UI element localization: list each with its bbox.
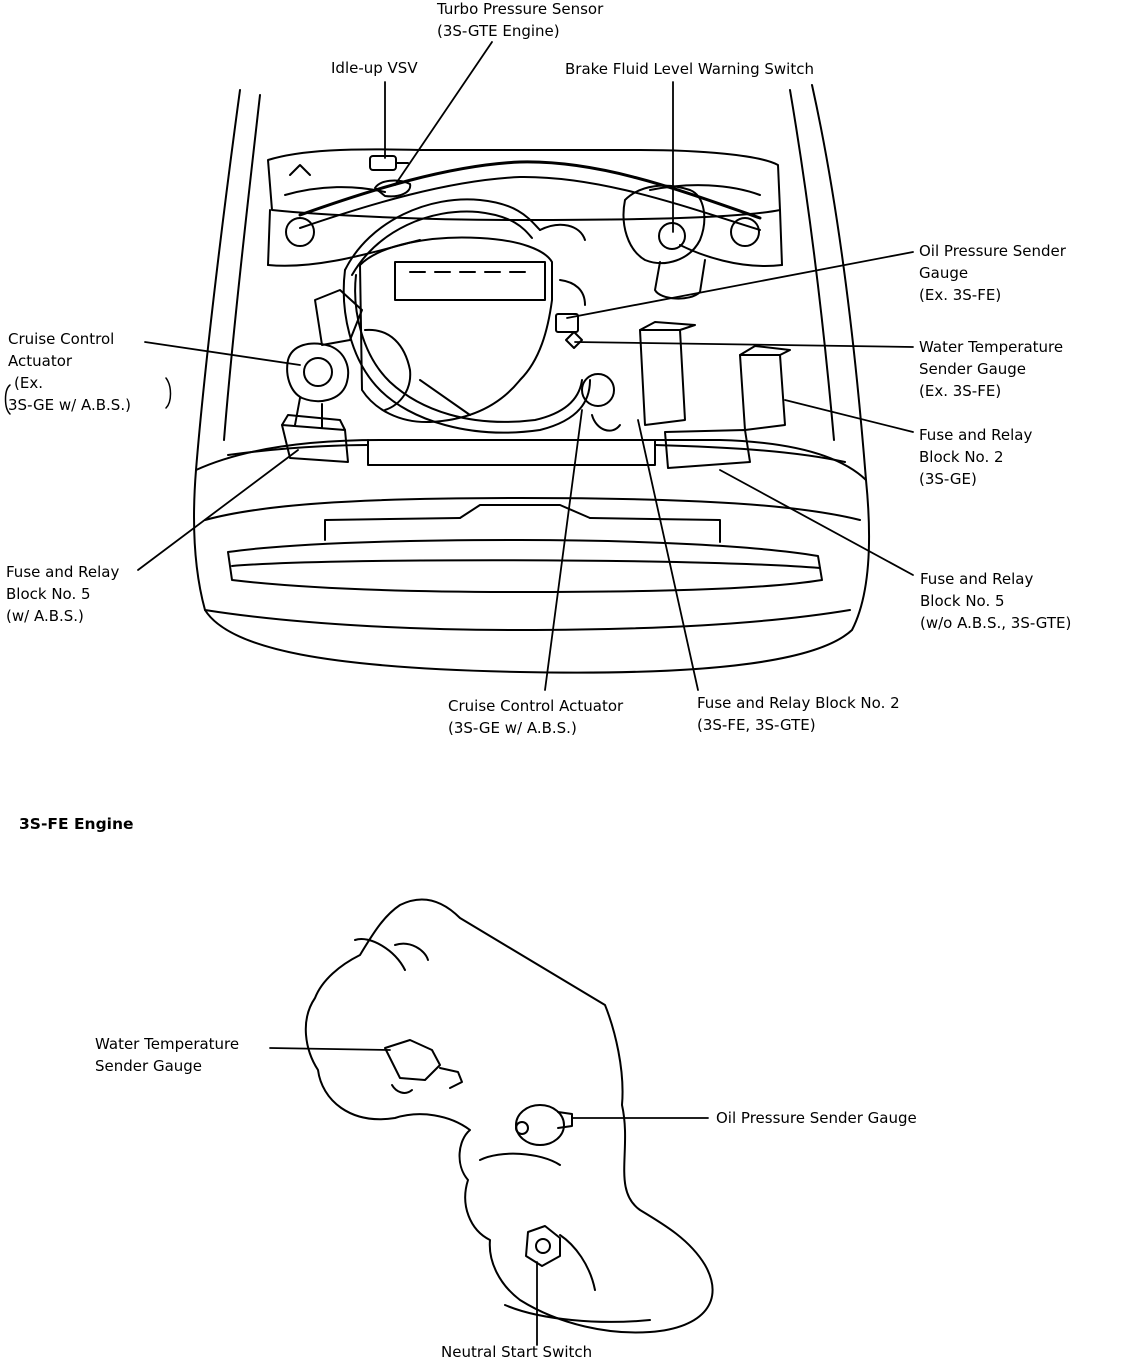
label-line: Idle-up VSV [331, 59, 418, 77]
label-water-temp-sender-engine: Water Temperature Sender Gauge [95, 1033, 239, 1077]
label-line: Turbo Pressure Sensor [437, 0, 604, 18]
label-line: Fuse and Relay [920, 570, 1034, 588]
label-line: Fuse and Relay Block No. 2 [697, 694, 900, 712]
label-brake-fluid-switch: Brake Fluid Level Warning Switch [565, 58, 814, 80]
label-line: Sender Gauge [919, 360, 1027, 378]
label-line: (w/o A.B.S., 3S-GTE) [920, 614, 1072, 632]
label-line: Brake Fluid Level Warning Switch [565, 60, 814, 78]
label-line: Fuse and Relay [6, 563, 120, 581]
engine-senders [555, 313, 621, 432]
label-line: (3S-FE, 3S-GTE) [697, 716, 816, 734]
brake-master-cylinder [622, 184, 706, 300]
label-line: Block No. 2 [919, 448, 1004, 466]
label-line: Fuse and Relay [919, 426, 1033, 444]
label-line: Block No. 5 [6, 585, 91, 603]
radiator-support [227, 439, 846, 466]
bracket-marks [4, 377, 172, 415]
cruise-actuator-left-part [286, 289, 363, 429]
label-fuse-block-5-no-abs: Fuse and Relay Block No. 5 (w/o A.B.S., … [920, 568, 1071, 634]
label-line: (3S-GTE Engine) [437, 22, 560, 40]
label-cruise-actuator-bottom: Cruise Control Actuator (3S-GE w/ A.B.S.… [448, 695, 623, 739]
cowl-sensors [369, 155, 412, 198]
label-line: (w/ A.B.S.) [6, 607, 84, 625]
engine-3sfe-outline [304, 898, 714, 1334]
oil-pressure-sender-part [515, 1104, 573, 1146]
label-line: (Ex. [14, 374, 43, 392]
label-line: Cruise Control Actuator [448, 697, 624, 715]
label-line: (Ex. 3S-FE) [919, 382, 1002, 400]
front-grille [204, 504, 851, 631]
neutral-start-switch-part [525, 1225, 561, 1267]
water-temp-sender-part [384, 1039, 463, 1094]
label-line: Actuator [8, 352, 73, 370]
label-line: Block No. 5 [920, 592, 1005, 610]
label-line: Oil Pressure Sender [919, 242, 1066, 260]
label-cruise-actuator-left: Cruise Control Actuator (Ex. 3S-GE w/ A.… [8, 328, 131, 416]
fuse-block-5-left-part [281, 414, 349, 463]
label-line: Cruise Control [8, 330, 115, 348]
label-line: Oil Pressure Sender Gauge [716, 1109, 917, 1127]
label-line: (Ex. 3S-FE) [919, 286, 1002, 304]
label-line: Water Temperature [919, 338, 1064, 356]
cowl-panel [267, 148, 783, 267]
label-line: 3S-FE Engine [19, 815, 134, 833]
label-line: Neutral Start Switch [441, 1343, 593, 1361]
section-title-3sfe-engine: 3S-FE Engine [19, 813, 134, 835]
engine-block [359, 236, 586, 424]
label-oil-pressure-sender-engine: Oil Pressure Sender Gauge [716, 1107, 917, 1129]
label-fuse-block-2-3sge: Fuse and Relay Block No. 2 (3S-GE) [919, 424, 1032, 490]
label-line: 3S-GE w/ A.B.S.) [8, 396, 131, 414]
label-water-temp-sender-top: Water Temperature Sender Gauge (Ex. 3S-F… [919, 336, 1063, 402]
label-line: (3S-GE w/ A.B.S.) [448, 719, 577, 737]
label-neutral-start-switch: Neutral Start Switch [441, 1341, 592, 1363]
label-idle-up-vsv: Idle-up VSV [331, 57, 418, 79]
engine-leader-lines [269, 1047, 709, 1346]
label-fuse-block-2-3sfe: Fuse and Relay Block No. 2 (3S-FE, 3S-GT… [697, 692, 900, 736]
car-body-outline [193, 84, 871, 674]
label-line: Sender Gauge [95, 1057, 203, 1075]
fuse-block-2-parts [639, 321, 791, 469]
label-line: Water Temperature [95, 1035, 240, 1053]
strut-bar [298, 160, 762, 231]
label-line: Gauge [919, 264, 969, 282]
label-fuse-block-5-abs: Fuse and Relay Block No. 5 (w/ A.B.S.) [6, 561, 119, 627]
wiring-harness [342, 198, 591, 434]
label-turbo-pressure-sensor: Turbo Pressure Sensor (3S-GTE Engine) [437, 0, 603, 42]
top-leader-lines [137, 41, 914, 691]
label-line: (3S-GE) [919, 470, 977, 488]
label-oil-pressure-sender-top: Oil Pressure Sender Gauge (Ex. 3S-FE) [919, 240, 1066, 306]
